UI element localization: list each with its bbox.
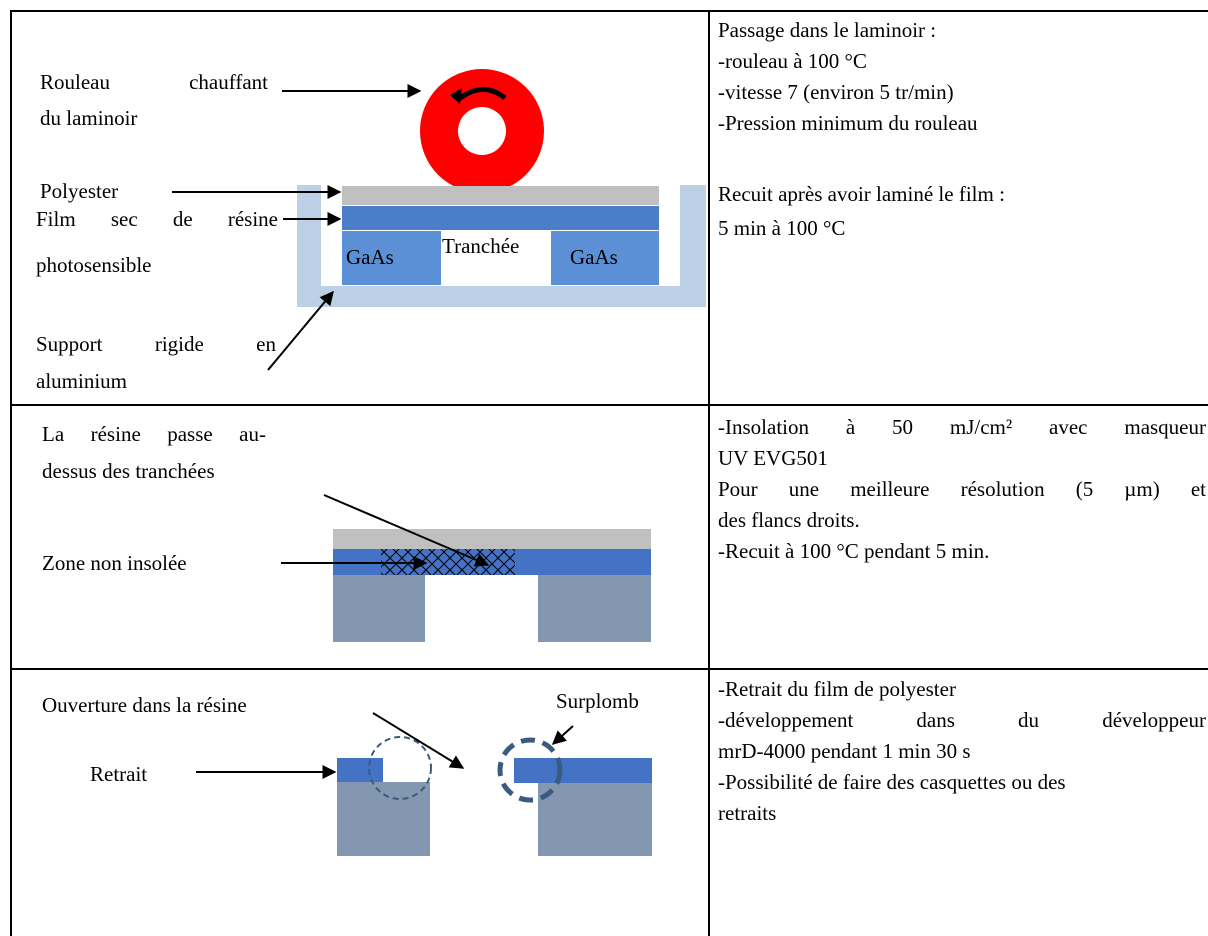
gaas-block-left	[342, 231, 441, 285]
row3-line: -Retrait du film de polyester	[718, 677, 956, 701]
row2-line: -Recuit à 100 °C pendant 5 min.	[718, 539, 990, 563]
row1-line: Passage dans le laminoir :	[718, 18, 937, 42]
row3-line: mrD-4000 pendant 1 min 30 s	[718, 739, 971, 763]
trench-label: Tranchée	[442, 234, 520, 258]
row2-description: -Insolation à 50 mJ/cm² avec masqueur UV…	[718, 412, 1206, 567]
retreat-circle	[368, 736, 432, 800]
row1-line: -Pression minimum du rouleau	[718, 111, 978, 135]
overhang-arrow	[551, 725, 574, 745]
table-row-divider-2	[10, 668, 1208, 670]
support-arrow	[267, 290, 334, 371]
table-row-divider-1	[10, 404, 1208, 406]
polyester-layer-2	[333, 529, 651, 549]
row3-line: retraits	[718, 801, 777, 825]
opening-arrow	[372, 712, 465, 769]
rotation-arrow-icon	[456, 87, 507, 102]
table-border-left	[10, 10, 12, 936]
row3-line: -développement dans du développeur	[718, 708, 1206, 732]
row3-line: -Possibilité de faire des casquettes ou …	[718, 770, 1066, 794]
resin-retreat	[337, 758, 383, 782]
gaas-block-right	[551, 231, 659, 285]
substrate-right-2	[538, 575, 651, 642]
table-column-divider	[708, 10, 710, 936]
row1-line: 5 min à 100 °C	[718, 216, 846, 240]
row2-line: UV EVG501	[718, 446, 828, 470]
row1-line: Recuit après avoir laminé le film :	[718, 182, 1005, 206]
film-label-line2: photosensible	[36, 253, 152, 277]
retreat-label: Retrait	[90, 762, 148, 786]
roller-label-line1: Rouleau chauffant	[40, 70, 268, 94]
heated-roller	[420, 69, 544, 193]
row1-line: -vitesse 7 (environ 5 tr/min)	[718, 80, 954, 104]
substrate-left-3	[337, 782, 430, 856]
resin-film-layer	[342, 206, 659, 230]
gaas-left-label: GaAs	[346, 245, 394, 269]
resin-over-label-line2: dessus des tranchées	[42, 459, 215, 483]
row2-line: -Insolation à 50 mJ/cm² avec masqueur	[718, 415, 1206, 439]
gaas-right-label: GaAs	[570, 245, 618, 269]
substrate-right-3	[538, 783, 652, 856]
row3-description: -Retrait du film de polyester -développe…	[718, 674, 1206, 829]
row1-line: -rouleau à 100 °C	[718, 49, 867, 73]
overhang-label: Surplomb	[556, 689, 639, 713]
table-border-top	[10, 10, 1208, 12]
polyester-layer	[342, 186, 659, 205]
row1-spacer	[718, 139, 1005, 170]
roller-label-line2: du laminoir	[40, 106, 138, 130]
substrate-left-2	[333, 575, 425, 642]
support-label-line1: Support rigide en	[36, 332, 276, 356]
row2-line: Pour une meilleure résolution (5 µm) et	[718, 477, 1206, 501]
film-label-line1: Film sec de résine	[36, 207, 278, 231]
overhang-circle	[497, 737, 563, 803]
row2-line: des flancs droits.	[718, 508, 860, 532]
resin-over-label-line1: La résine passe au-	[42, 422, 266, 446]
resin-over-arrow	[323, 494, 490, 567]
opening-label: Ouverture dans la résine	[42, 693, 247, 717]
zone-label: Zone non insolée	[42, 551, 187, 575]
row1-description: Passage dans le laminoir : -rouleau à 10…	[718, 15, 1005, 240]
polyester-label: Polyester	[40, 179, 119, 203]
resin-overhang	[514, 758, 652, 783]
aluminium-support	[297, 185, 706, 307]
support-label-line2: aluminium	[36, 369, 127, 393]
